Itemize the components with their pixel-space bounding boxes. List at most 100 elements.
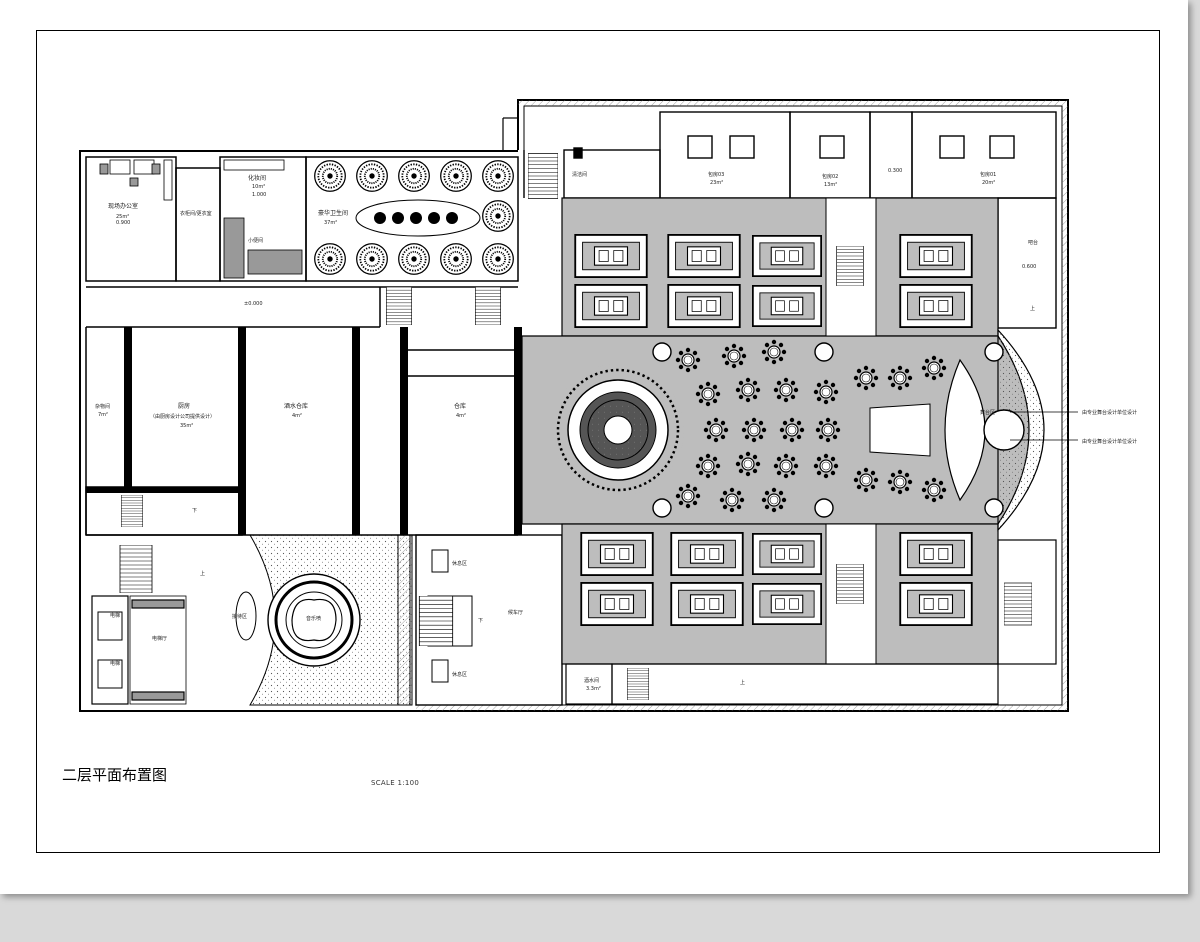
dining-table — [887, 469, 913, 495]
dining-table — [695, 453, 721, 479]
label-beverage-area: 4m² — [292, 413, 302, 419]
label-tea-room: 酒水间 — [584, 677, 599, 684]
floor-plan: 现场办公室 25m² 衣柜间/更衣室 化妆间 10m² 小便间 豪华卫生间 37… — [79, 99, 1137, 712]
drawing-frame — [36, 30, 1160, 853]
dining-table — [813, 453, 839, 479]
staircase-center-top — [836, 246, 864, 286]
level-washroom: 0.300 — [888, 168, 902, 174]
label-tea-room-area: 3.3m² — [586, 686, 601, 692]
staircase-left — [120, 495, 144, 527]
label-cleaning: 清洁间 — [572, 171, 587, 178]
service-station — [984, 342, 1004, 362]
dining-tables — [652, 339, 1004, 518]
label-up-bottom: 上 — [740, 679, 745, 686]
label-elevator-1: 电梯 — [110, 612, 120, 619]
middle-left-rooms — [85, 287, 518, 536]
label-warehouse-area: 4m² — [456, 413, 466, 419]
drawing-title: 二层平面布置图 — [62, 766, 168, 784]
right-side-rooms — [565, 539, 1057, 705]
dining-table — [703, 417, 729, 443]
service-station — [984, 498, 1004, 518]
dining-table — [761, 339, 787, 365]
label-room-02: 包房02 — [822, 173, 838, 180]
label-site-office: 现场办公室 — [108, 202, 138, 210]
label-warehouse: 仓库 — [454, 402, 466, 410]
plant-cluster — [313, 159, 515, 276]
dining-table — [675, 483, 701, 509]
stage — [869, 328, 1045, 532]
annotation-stage-1: 由专业舞台设计单位设计 — [1082, 409, 1137, 416]
thick-walls — [86, 327, 522, 535]
label-stage: 舞台区 — [980, 409, 995, 416]
round-feature — [552, 364, 684, 496]
label-rest-area-top: 休息区 — [452, 560, 467, 567]
label-up-elevator: 上 — [200, 570, 205, 577]
dining-table — [695, 381, 721, 407]
service-station — [652, 342, 672, 362]
level-makeup: 1.000 — [252, 192, 266, 198]
staircase-elevator — [119, 545, 153, 593]
reception-area — [235, 534, 413, 706]
dining-table — [735, 377, 761, 403]
dining-table — [721, 343, 747, 369]
service-station — [814, 498, 834, 518]
label-wardrobe: 衣柜间/更衣室 — [180, 210, 212, 217]
label-storage-area: 7m² — [98, 412, 108, 418]
label-elevator-hall: 电梯厅 — [152, 635, 167, 642]
annotation-stage-2: 由专业舞台设计单位设计 — [1082, 438, 1137, 445]
dining-table — [773, 453, 799, 479]
dining-table — [761, 487, 787, 513]
drawing-scale: SCALE 1:100 — [371, 779, 420, 787]
label-beverage: 酒水仓库 — [284, 402, 308, 410]
staircase-mid-right — [474, 287, 502, 325]
staircase-center-bottom — [836, 564, 864, 604]
label-kitchen-area: 35m² — [180, 423, 193, 429]
dining-table — [813, 379, 839, 405]
dining-table — [719, 487, 745, 513]
label-up-right: 上 — [1030, 305, 1035, 312]
elevator-hall — [91, 595, 187, 705]
staircase-top — [528, 153, 558, 199]
dining-table — [921, 477, 947, 503]
drawing-sheet: 现场办公室 25m² 衣柜间/更衣室 化妆间 10m² 小便间 豪华卫生间 37… — [0, 0, 1188, 894]
service-station — [814, 342, 834, 362]
office-furniture — [99, 159, 303, 279]
staircase-reception — [418, 596, 454, 646]
dining-table — [741, 417, 767, 443]
label-urinal: 小便间 — [248, 237, 263, 244]
level-bar: 0.600 — [1022, 264, 1036, 270]
label-rest-area-bottom: 休息区 — [452, 671, 467, 678]
label-room-01: 包房01 — [980, 171, 996, 178]
dining-table — [887, 365, 913, 391]
dining-table — [675, 347, 701, 373]
staircase-bottom — [626, 668, 650, 700]
label-luxury-toilet: 豪华卫生间 — [318, 209, 348, 217]
level-corridor: ±0.000 — [244, 301, 263, 307]
label-makeup: 化妆间 — [248, 174, 266, 182]
label-luxury-toilet-area: 37m² — [324, 220, 337, 226]
dining-table — [853, 365, 879, 391]
label-down-reception: 下 — [478, 618, 483, 624]
staircase-mid-top — [385, 287, 413, 325]
label-bar: 吧台 — [1028, 239, 1038, 246]
label-dance-hall: 候车厅 — [508, 609, 523, 616]
label-reception: 接待区 — [232, 613, 247, 620]
label-kitchen: 厨房 — [178, 402, 190, 410]
annotation-leaders — [1010, 411, 1078, 441]
top-left-rooms — [85, 156, 519, 328]
label-storage: 杂物间 — [95, 403, 110, 410]
service-station — [652, 498, 672, 518]
label-site-office-area: 25m² — [116, 214, 129, 220]
staircase-right — [1004, 582, 1032, 626]
dining-table — [773, 377, 799, 403]
dining-table — [815, 417, 841, 443]
label-room-03-area: 23m² — [710, 180, 723, 186]
dining-table — [779, 417, 805, 443]
label-kitchen-note: （由厨房设计公司提供设计） — [150, 413, 215, 420]
label-makeup-area: 10m² — [252, 184, 265, 190]
label-room-02-area: 13m² — [824, 182, 837, 188]
label-water-pavilion: 音乐喷 — [306, 615, 321, 622]
room-labels: 现场办公室 25m² 衣柜间/更衣室 化妆间 10m² 小便间 豪华卫生间 37… — [95, 168, 1137, 692]
level-office: 0.900 — [116, 220, 130, 226]
label-elevator-2: 电梯 — [110, 660, 120, 667]
